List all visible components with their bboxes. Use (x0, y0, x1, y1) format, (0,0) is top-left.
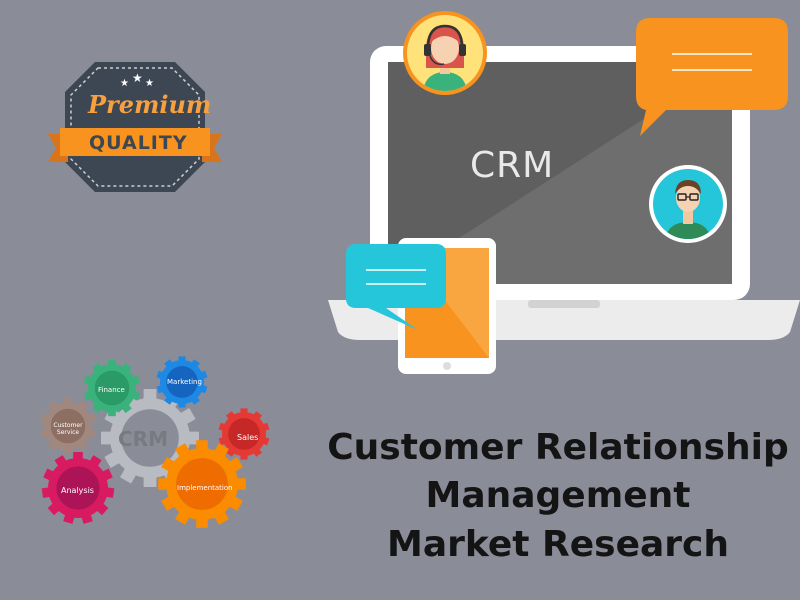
sales-gear (218, 408, 270, 460)
gear-sales-label: Sales (237, 433, 259, 442)
screen-crm-label: CRM (470, 145, 555, 186)
finance-gear (83, 359, 141, 417)
badge-quality-text: QUALITY (89, 132, 188, 154)
title-line-3: Market Research (387, 524, 729, 565)
support-agent-avatar (403, 11, 487, 95)
svg-text:★: ★ (132, 71, 143, 85)
gear-customer-service-label: Customer Service (53, 422, 83, 436)
analysis-gear (41, 452, 115, 524)
gear-analysis-label: Analysis (61, 486, 94, 495)
title-line-2: Management (425, 475, 691, 516)
gear-finance-label: Finance (98, 386, 125, 394)
title-line-1: Customer Relationship (327, 427, 789, 468)
gear-center-crm: CRM (118, 427, 168, 451)
customer-avatar (649, 165, 727, 243)
gear-implementation-label: Implementation (177, 484, 233, 492)
badge-premium-text: Premium (88, 90, 212, 119)
chat-bubble-orange (636, 18, 788, 136)
customer-service-gear (39, 397, 97, 455)
premium-quality-badge: ★ ★ ★ (48, 62, 222, 192)
implementation-gear (158, 440, 246, 528)
svg-text:★: ★ (120, 78, 129, 89)
marketing-gear (156, 356, 208, 408)
crm-gears-diagram (39, 356, 270, 528)
svg-text:★: ★ (145, 78, 154, 89)
gear-marketing-label: Marketing (167, 378, 202, 386)
chat-bubble-cyan (346, 244, 446, 330)
